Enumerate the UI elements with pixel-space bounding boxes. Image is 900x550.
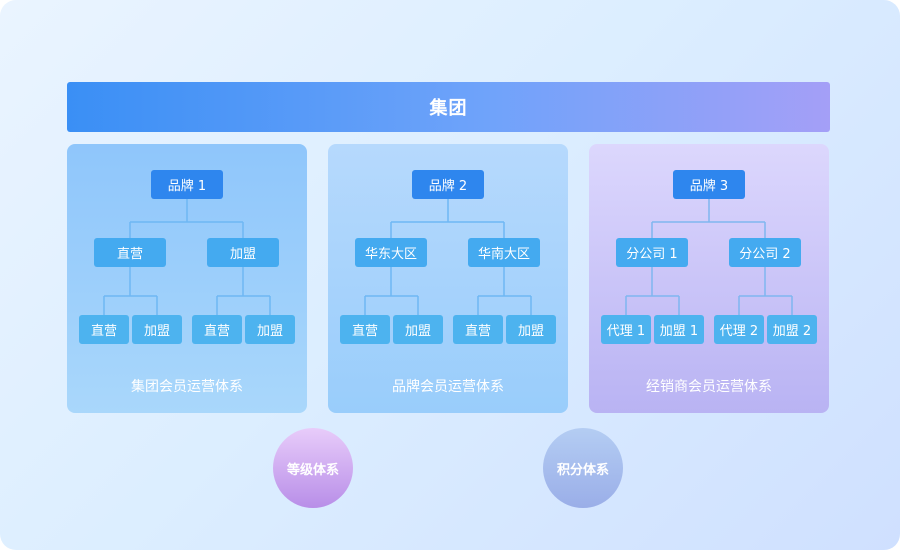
panel-group-membership: 品牌 1 直营 加盟 直营 加盟 直营 加盟 集团会员运营体系 [67, 144, 307, 413]
group-label: 集团 [429, 98, 468, 119]
panel-brand-membership: 品牌 2 华东大区 华南大区 直营 加盟 直营 加盟 品牌会员运营体系 [328, 144, 568, 413]
leaf-node: 加盟 [245, 315, 295, 344]
tree-connectors [364, 199, 532, 315]
branch-node-left: 直营 [94, 238, 166, 267]
branch-node-right: 华南大区 [468, 238, 540, 267]
brand-node: 品牌 3 [673, 170, 745, 199]
leaf-node: 加盟 1 [654, 315, 704, 344]
leaf-node: 代理 2 [714, 315, 764, 344]
group-node: 集团 [67, 82, 830, 132]
tree-connectors [103, 199, 271, 315]
leaf-node: 代理 1 [601, 315, 651, 344]
branch-node-left: 华东大区 [355, 238, 427, 267]
circle-label: 等级体系 [286, 462, 339, 478]
panel-caption: 经销商会员运营体系 [646, 379, 772, 395]
panel-caption: 品牌会员运营体系 [392, 379, 504, 395]
leaf-node: 加盟 2 [767, 315, 817, 344]
brand-node: 品牌 1 [151, 170, 223, 199]
branch-node-right: 加盟 [207, 238, 279, 267]
panel-dealer-membership: 品牌 3 分公司 1 分公司 2 代理 1 加盟 1 代理 2 加盟 2 经销商… [589, 144, 829, 413]
branch-node-right: 分公司 2 [729, 238, 801, 267]
circle-label: 积分体系 [556, 462, 609, 478]
leaf-node: 加盟 [132, 315, 182, 344]
branch-node-left: 分公司 1 [616, 238, 688, 267]
leaf-node: 直营 [192, 315, 242, 344]
leaf-node: 直营 [340, 315, 390, 344]
points-system-circle: 积分体系 [543, 428, 623, 508]
brand-node: 品牌 2 [412, 170, 484, 199]
leaf-node: 直营 [79, 315, 129, 344]
leaf-node: 加盟 [393, 315, 443, 344]
leaf-node: 直营 [453, 315, 503, 344]
tree-connectors [625, 199, 793, 315]
panel-caption: 集团会员运营体系 [131, 379, 243, 395]
leaf-node: 加盟 [506, 315, 556, 344]
level-system-circle: 等级体系 [273, 428, 353, 508]
